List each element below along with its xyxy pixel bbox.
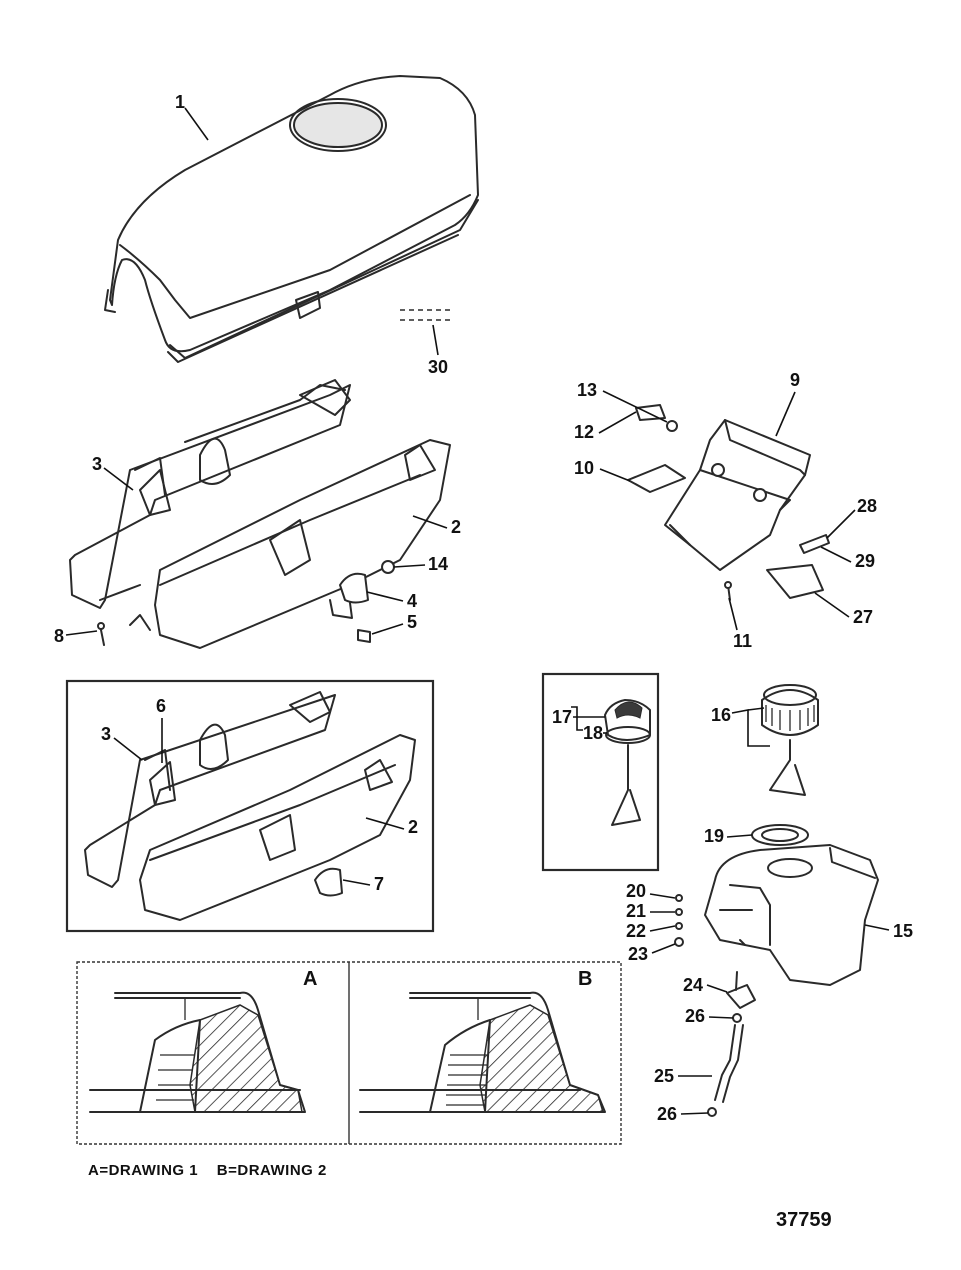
callout-13: 13 [577,380,597,400]
callouts: 1 30 3 2 14 4 5 8 6 3 2 7 13 9 12 10 28 [54,92,913,1124]
callout-10: 10 [574,458,594,478]
bracket-assembly [627,404,830,601]
callout-16: 16 [711,705,731,725]
callout-14: 14 [428,554,448,574]
fuel-tank [674,824,879,1117]
callout-3a: 3 [92,454,102,474]
callout-29: 29 [855,551,875,571]
callout-15: 15 [893,921,913,941]
callout-1: 1 [175,92,185,112]
callout-24: 24 [683,975,703,995]
callout-7: 7 [374,874,384,894]
fuel-cap [761,684,819,796]
lower-cowl-variant [84,691,416,921]
callout-26b: 26 [657,1104,677,1124]
detail-caption: A=DRAWING 1 B=DRAWING 2 [88,1162,327,1179]
callout-6: 6 [156,696,166,716]
panel-b-label: B [578,968,592,990]
callout-2a: 2 [451,517,461,537]
top-cowl [104,75,479,363]
callout-23: 23 [628,944,648,964]
callout-25: 25 [654,1066,674,1086]
callout-17: 17 [552,707,572,727]
callout-2b: 2 [408,817,418,837]
callout-28: 28 [857,496,877,516]
callout-21: 21 [626,901,646,921]
lower-cowl-upper [69,379,451,649]
fuel-cap-variant [604,699,651,826]
callout-12: 12 [574,422,594,442]
callout-3b: 3 [101,724,111,744]
panel-a-label: A [303,968,317,990]
fuel-cap-box [541,672,660,872]
callout-27: 27 [853,607,873,627]
callout-20: 20 [626,881,646,901]
callout-8: 8 [54,626,64,646]
detail-panels: A B [76,961,622,1145]
callout-4: 4 [407,591,417,611]
callout-22: 22 [626,921,646,941]
callout-18: 18 [583,723,603,743]
callout-9: 9 [790,370,800,390]
callout-5: 5 [407,612,417,632]
callout-11: 11 [733,631,752,651]
callout-30: 30 [428,357,448,377]
callout-26a: 26 [685,1006,705,1026]
small-hardware-upper [97,560,395,646]
decal-dashed [400,309,450,321]
reference-number: 37759 [776,1209,832,1231]
variant-box [65,679,435,933]
callout-19: 19 [704,826,724,846]
